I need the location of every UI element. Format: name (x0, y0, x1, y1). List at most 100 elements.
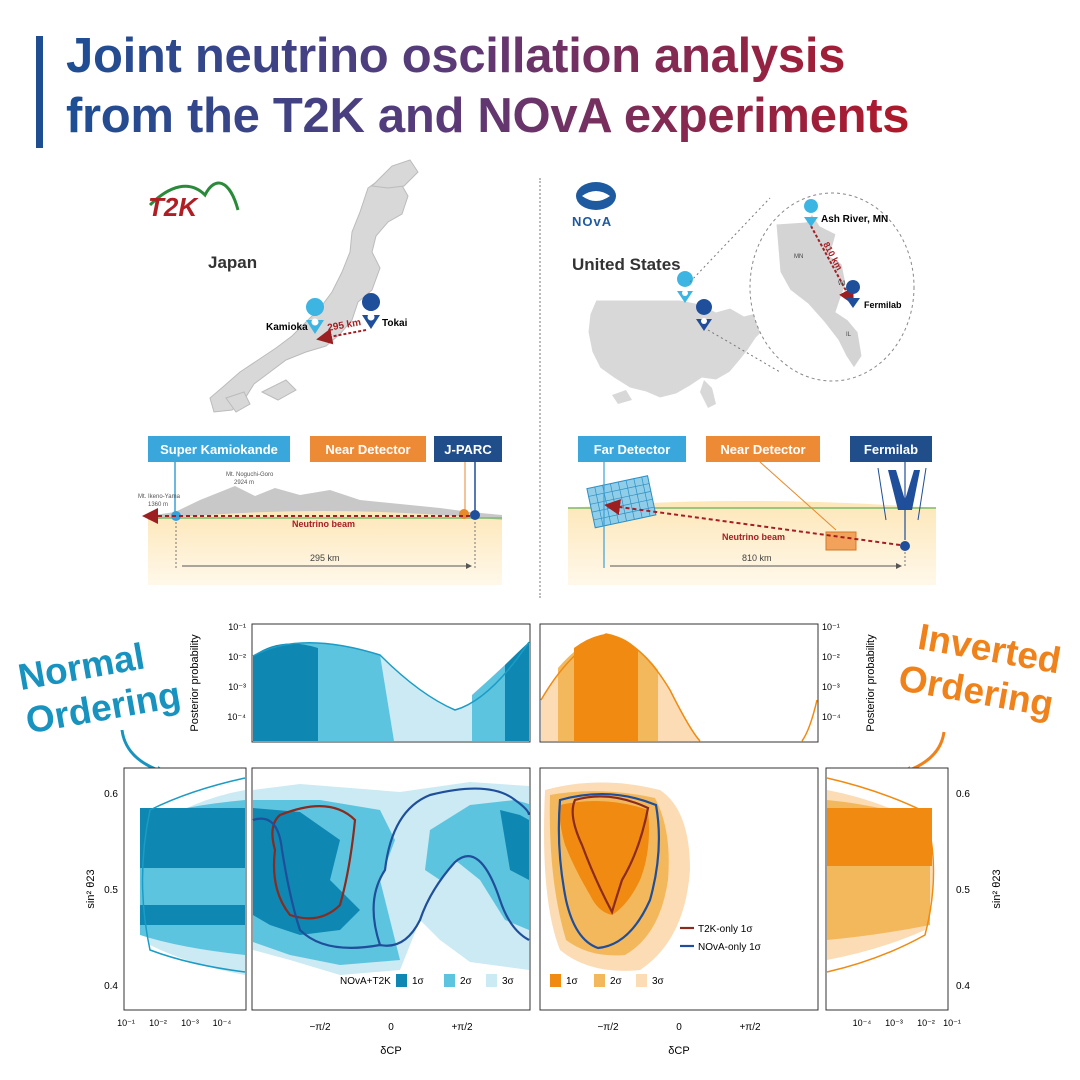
t2k-box-source: J-PARC (434, 436, 502, 462)
svg-text:10⁻³: 10⁻³ (885, 1018, 903, 1028)
svg-text:Super Kamiokande: Super Kamiokande (160, 442, 278, 457)
svg-text:0.6: 0.6 (956, 789, 970, 800)
svg-text:+π/2: +π/2 (739, 1022, 761, 1033)
svg-text:10⁻¹: 10⁻¹ (822, 622, 840, 632)
t2k-map-arrow (316, 328, 367, 345)
dcp-axis-label-right: δCP (668, 1045, 689, 1057)
svg-text:−π/2: −π/2 (597, 1022, 619, 1033)
japan-map (209, 159, 419, 413)
inverted-contours (544, 782, 690, 971)
fermilab-inset-label: Fermilab (864, 300, 902, 310)
t2k-mountain-2: Mt. Noguchi-Goro (226, 472, 274, 478)
title-accent-bar (36, 36, 43, 148)
normal-posterior (252, 641, 530, 741)
svg-text:NOvA+T2K: NOvA+T2K (340, 976, 391, 987)
nova-only-normal-line (252, 787, 531, 949)
svg-text:10⁻¹: 10⁻¹ (117, 1018, 135, 1028)
fermilab-inset-pin-icon (846, 280, 861, 308)
t2k-beam-label: Neutrino beam (292, 519, 355, 529)
svg-text:10⁻¹: 10⁻¹ (943, 1018, 961, 1028)
t2k-baseline-label: 295 km (310, 553, 340, 563)
inverted-ordering-label: Inverted Ordering (896, 616, 1064, 725)
usa-map (587, 299, 779, 408)
svg-text:2σ: 2σ (610, 976, 623, 987)
inverted-posterior (540, 633, 818, 742)
t2k-mountain-2-height: 2924 m (234, 480, 254, 486)
nova-inset-map (749, 192, 915, 382)
normal-arrow-icon (120, 729, 171, 776)
t2k-box-far: Super Kamiokande (148, 436, 290, 462)
svg-text:Far Detector: Far Detector (594, 442, 671, 457)
svg-text:10⁻³: 10⁻³ (181, 1018, 199, 1028)
t2k-logo-text: T2K (148, 192, 199, 222)
svg-text:10⁻⁴: 10⁻⁴ (213, 1018, 232, 1028)
svg-text:NOvA-only 1σ: NOvA-only 1σ (698, 942, 762, 953)
svg-text:10⁻⁴: 10⁻⁴ (853, 1018, 872, 1028)
theta-axis-label-left: sin² θ23 (85, 869, 97, 908)
svg-text:2σ: 2σ (460, 976, 473, 987)
state-mn: MN (794, 254, 803, 260)
posterior-axis-label-left: Posterior probability (189, 634, 201, 732)
svg-text:3σ: 3σ (652, 976, 665, 987)
svg-text:10⁻⁴: 10⁻⁴ (822, 712, 841, 722)
svg-text:0: 0 (676, 1022, 682, 1033)
svg-text:NOvA: NOvA (572, 214, 612, 229)
state-il: IL (846, 332, 852, 338)
svg-text:T2K-only 1σ: T2K-only 1σ (698, 924, 753, 935)
svg-text:0.4: 0.4 (956, 981, 970, 992)
svg-text:+π/2: +π/2 (451, 1022, 473, 1033)
near-detector-icon (825, 531, 857, 551)
nova-only-inverted-line (557, 792, 660, 950)
normal-theta-marginal (140, 777, 246, 975)
svg-text:Near Detector: Near Detector (325, 442, 410, 457)
kamioka-label: Kamioka (266, 322, 308, 333)
svg-text:10⁻³: 10⁻³ (822, 682, 840, 692)
kamioka-pin-icon (306, 298, 325, 334)
nova-box-far: Far Detector (578, 436, 686, 462)
state-wi: WI (838, 281, 846, 287)
t2k-only-normal-line (271, 805, 357, 920)
nova-country-label: United States (572, 255, 681, 274)
svg-text:−π/2: −π/2 (309, 1022, 331, 1033)
ash-river-inset-pin-icon (804, 199, 819, 227)
inverted-contour-1sigma (559, 801, 649, 915)
theta-axis-label-right: sin² θ23 (991, 869, 1003, 908)
tokai-pin-icon (362, 293, 381, 329)
nova-beam-label: Neutrino beam (722, 532, 785, 542)
svg-text:1σ: 1σ (412, 976, 425, 987)
ash-river-label: Ash River, MN (821, 214, 888, 225)
t2k-box-near: Near Detector (310, 436, 426, 462)
t2k-country-label: Japan (208, 253, 257, 272)
svg-text:Fermilab: Fermilab (864, 442, 918, 457)
svg-text:0.5: 0.5 (956, 885, 970, 896)
svg-text:J-PARC: J-PARC (444, 442, 492, 457)
t2k-only-inverted-line (571, 795, 650, 915)
svg-text:10⁻³: 10⁻³ (228, 682, 246, 692)
t2k-mountain-1: Mt. Ikeno-Yama (138, 494, 181, 500)
svg-text:10⁻⁴: 10⁻⁴ (227, 712, 246, 722)
svg-text:0: 0 (388, 1022, 394, 1033)
fermilab-pin-icon (696, 299, 713, 331)
normal-contours (252, 782, 531, 975)
svg-text:10⁻²: 10⁻² (228, 652, 246, 662)
normal-ordering-label: Normal Ordering (15, 636, 184, 742)
inverted-legend: 1σ 2σ 3σ (550, 974, 665, 987)
svg-text:1σ: 1σ (566, 976, 579, 987)
svg-text:0.6: 0.6 (104, 789, 118, 800)
svg-text:10⁻¹: 10⁻¹ (228, 622, 246, 632)
ash-river-pin-icon (677, 271, 694, 303)
dcp-axis-label-left: δCP (380, 1045, 401, 1057)
svg-text:0.5: 0.5 (104, 885, 118, 896)
svg-text:10⁻²: 10⁻² (917, 1018, 935, 1028)
fermilab-tower-icon (888, 470, 920, 510)
t2k-logo: T2K (148, 181, 240, 222)
t2k-cross-section (142, 462, 502, 585)
tokai-label: Tokai (382, 318, 408, 329)
t2k-mountain-1-height: 1360 m (148, 502, 168, 508)
svg-text:0.4: 0.4 (104, 981, 118, 992)
panel-divider (539, 178, 541, 598)
inverted-theta-marginal (826, 777, 935, 973)
svg-text:10⁻²: 10⁻² (149, 1018, 167, 1028)
normal-contour-1sigma (253, 808, 529, 935)
